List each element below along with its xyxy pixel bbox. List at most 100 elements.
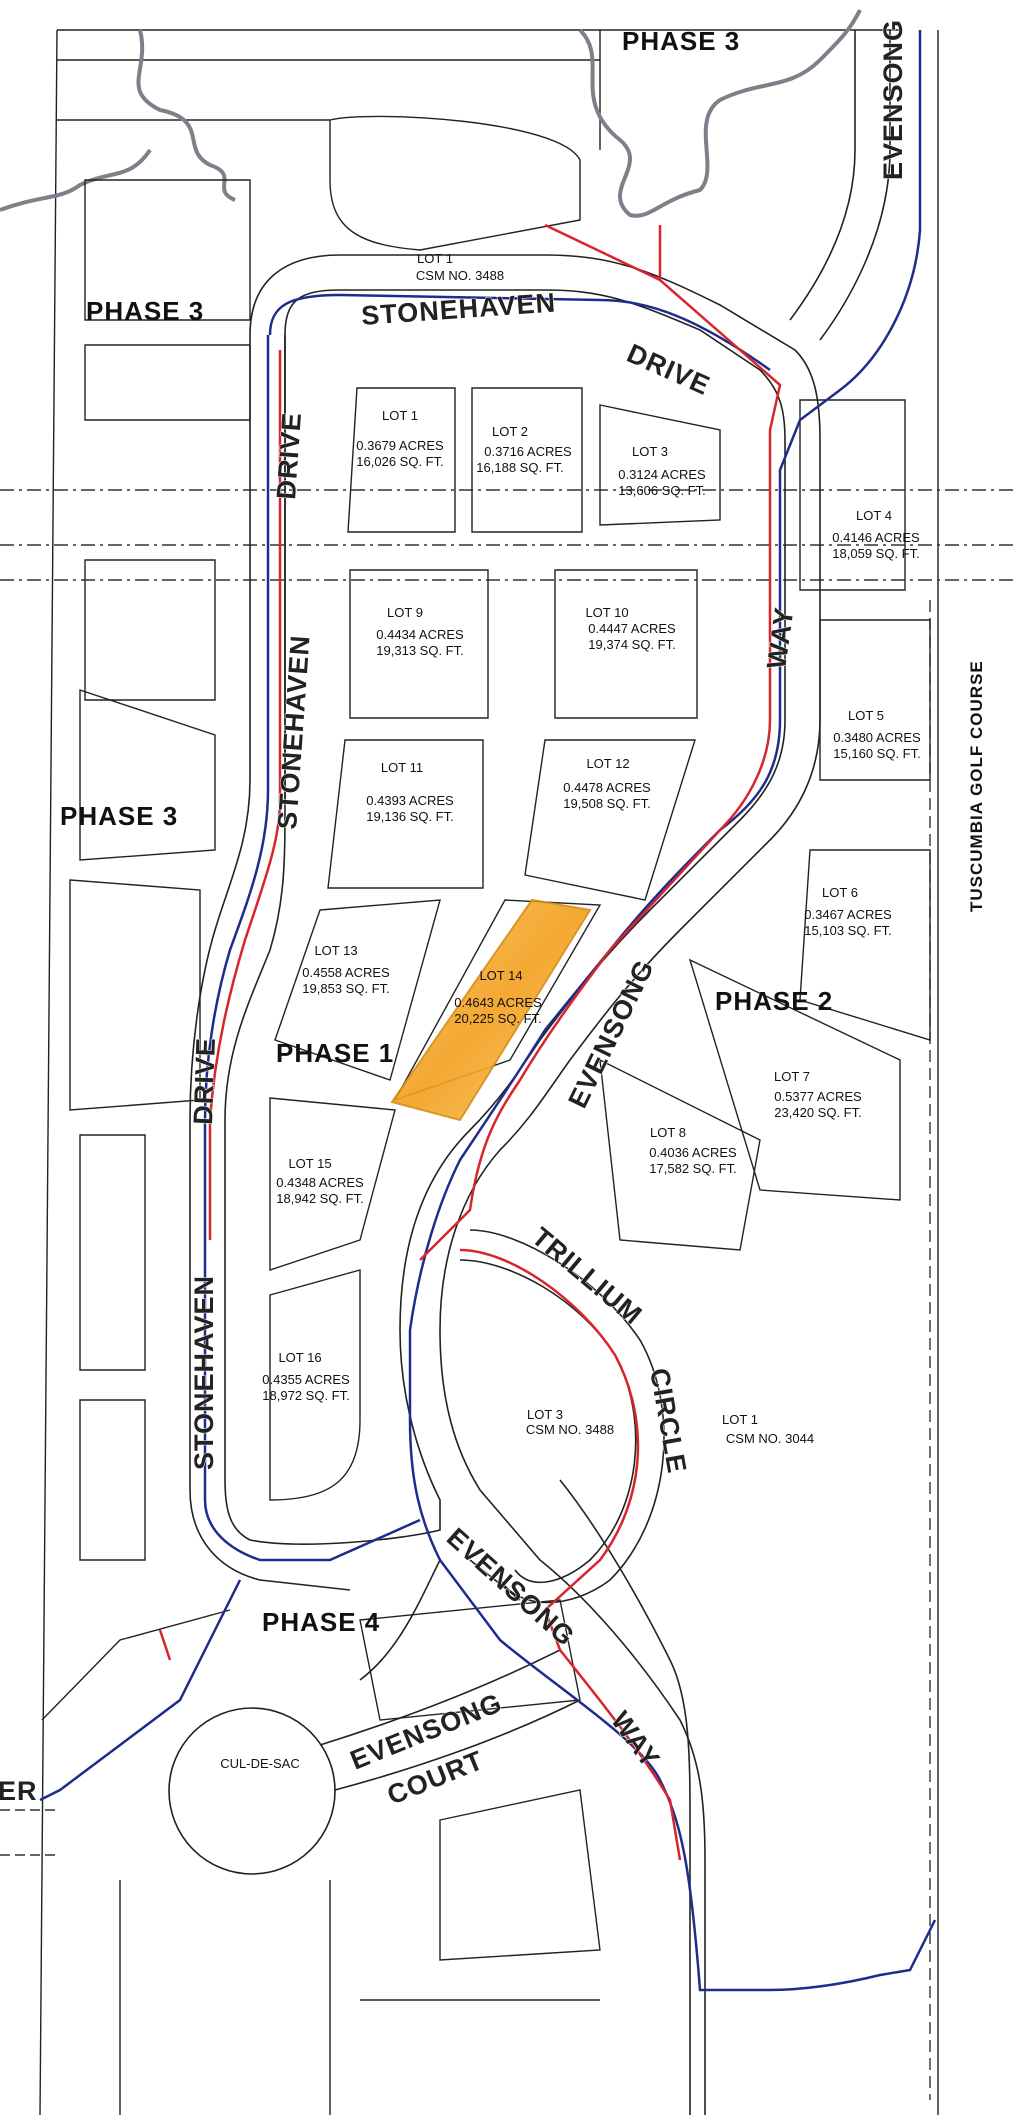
lot-13-label: LOT 13 0.4558 ACRES 19,853 SQ. FT. (302, 943, 390, 996)
svg-text:0.4348 ACRES: 0.4348 ACRES (276, 1175, 364, 1190)
road-network (189, 30, 891, 2115)
svg-text:0.4393 ACRES: 0.4393 ACRES (366, 793, 454, 808)
property-lines (0, 29, 1014, 2115)
svg-text:18,942 SQ. FT.: 18,942 SQ. FT. (276, 1191, 363, 1206)
csm-labels: LOT 1 CSM NO. 3488 LOT 3 CSM NO. 3488 LO… (416, 251, 814, 1446)
svg-text:0.4434 ACRES: 0.4434 ACRES (376, 627, 464, 642)
svg-text:LOT 6: LOT 6 (822, 885, 858, 900)
svg-text:19,508 SQ. FT.: 19,508 SQ. FT. (563, 796, 650, 811)
svg-text:LOT 12: LOT 12 (586, 756, 629, 771)
svg-text:CSM NO. 3044: CSM NO. 3044 (726, 1431, 814, 1446)
lot-16-label: LOT 16 0.4355 ACRES 18,972 SQ. FT. (262, 1350, 350, 1403)
svg-text:LOT 4: LOT 4 (856, 508, 892, 523)
svg-text:0.4036 ACRES: 0.4036 ACRES (649, 1145, 737, 1160)
lot-4-label: LOT 4 0.4146 ACRES 18,059 SQ. FT. (832, 508, 920, 561)
lot-outlines (41, 179, 931, 2115)
drive-left-lower-label: DRIVE (188, 1037, 221, 1126)
phase-3-top: PHASE 3 (622, 26, 740, 56)
way-lower-label: WAY (605, 1706, 666, 1774)
svg-text:0.3467 ACRES: 0.3467 ACRES (804, 907, 892, 922)
cul-de-sac-label: CUL-DE-SAC (220, 1756, 299, 1771)
lot-9-label: LOT 9 0.4434 ACRES 19,313 SQ. FT. (376, 605, 464, 658)
lot-6-label: LOT 6 0.3467 ACRES 15,103 SQ. FT. (804, 885, 892, 938)
svg-text:19,136 SQ. FT.: 19,136 SQ. FT. (366, 809, 453, 824)
svg-text:LOT 2: LOT 2 (492, 424, 528, 439)
lot-5-label: LOT 5 0.3480 ACRES 15,160 SQ. FT. (833, 708, 921, 761)
drive-left-upper-label: DRIVE (271, 411, 307, 500)
trillium-circle-road (459, 1229, 665, 1604)
svg-text:0.3679 ACRES: 0.3679 ACRES (356, 438, 444, 453)
svg-text:LOT 1: LOT 1 (722, 1412, 758, 1427)
lot-3-label: LOT 3 0.3124 ACRES 13,606 SQ. FT. (618, 444, 706, 498)
lot-10-label: LOT 10 0.4447 ACRES 19,374 SQ. FT. (585, 605, 676, 652)
phase-labels: PHASE 3 PHASE 3 PHASE 3 PHASE 1 PHASE 2 … (60, 26, 833, 1637)
svg-text:16,026 SQ. FT.: 16,026 SQ. FT. (356, 454, 443, 469)
trillium-label: TRILLIUM (526, 1222, 648, 1331)
svg-text:CSM NO. 3488: CSM NO. 3488 (526, 1422, 614, 1437)
svg-text:LOT 3: LOT 3 (632, 444, 668, 459)
svg-text:LOT 10: LOT 10 (585, 605, 628, 620)
lot-1-label: LOT 1 0.3679 ACRES 16,026 SQ. FT. (356, 408, 444, 469)
svg-text:0.4355 ACRES: 0.4355 ACRES (262, 1372, 350, 1387)
lot-8-label: LOT 8 0.4036 ACRES 17,582 SQ. FT. (649, 1125, 737, 1176)
svg-text:LOT 11: LOT 11 (381, 760, 423, 775)
svg-text:0.4558 ACRES: 0.4558 ACRES (302, 965, 390, 980)
svg-text:0.4447 ACRES: 0.4447 ACRES (588, 621, 676, 636)
phase-1: PHASE 1 (276, 1038, 394, 1068)
svg-text:20,225 SQ. FT.: 20,225 SQ. FT. (454, 1011, 541, 1026)
edge-street-fragment-label: ER (0, 1776, 38, 1806)
water-main-line (39, 30, 937, 1992)
phase-2: PHASE 2 (715, 986, 833, 1016)
way-upper-label: WAY (761, 605, 799, 671)
svg-text:LOT 15: LOT 15 (288, 1156, 331, 1171)
evensong-mid-label: EVENSONG (562, 955, 660, 1113)
svg-text:15,160 SQ. FT.: 15,160 SQ. FT. (833, 746, 920, 761)
lot-12-label: LOT 12 0.4478 ACRES 19,508 SQ. FT. (563, 756, 651, 811)
svg-text:LOT 5: LOT 5 (848, 708, 884, 723)
svg-text:19,853 SQ. FT.: 19,853 SQ. FT. (302, 981, 389, 996)
svg-text:CSM NO. 3488: CSM NO. 3488 (416, 268, 504, 283)
phase-3-mid-left: PHASE 3 (60, 801, 178, 831)
svg-text:0.3480 ACRES: 0.3480 ACRES (833, 730, 921, 745)
lot-labels: LOT 1 0.3679 ACRES 16,026 SQ. FT. LOT 2 … (262, 408, 921, 1403)
svg-text:LOT 13: LOT 13 (314, 943, 357, 958)
svg-text:LOT 8: LOT 8 (650, 1125, 686, 1140)
drive-top-label: DRIVE (623, 338, 715, 401)
svg-text:15,103 SQ. FT.: 15,103 SQ. FT. (804, 923, 891, 938)
svg-text:18,059 SQ. FT.: 18,059 SQ. FT. (832, 546, 919, 561)
sewer-line (158, 223, 782, 1861)
svg-text:17,582 SQ. FT.: 17,582 SQ. FT. (649, 1161, 736, 1176)
lot-15-label: LOT 15 0.4348 ACRES 18,942 SQ. FT. (276, 1156, 364, 1206)
svg-text:0.4146 ACRES: 0.4146 ACRES (832, 530, 920, 545)
svg-text:16,188 SQ. FT.: 16,188 SQ. FT. (476, 460, 563, 475)
svg-text:LOT 9: LOT 9 (387, 605, 423, 620)
phase-4: PHASE 4 (262, 1607, 380, 1637)
lot-11-label: LOT 11 0.4393 ACRES 19,136 SQ. FT. (366, 760, 454, 824)
lot-14-highlight[interactable] (390, 898, 592, 1122)
stonehaven-left-upper-label: STONEHAVEN (272, 634, 316, 831)
svg-text:13,606 SQ. FT.: 13,606 SQ. FT. (618, 483, 705, 498)
lot-14-label: LOT 14 0.4643 ACRES 20,225 SQ. FT. (454, 968, 542, 1026)
svg-text:0.3124 ACRES: 0.3124 ACRES (618, 467, 706, 482)
svg-text:0.5377 ACRES: 0.5377 ACRES (774, 1089, 862, 1104)
svg-text:0.3716 ACRES: 0.3716 ACRES (484, 444, 572, 459)
svg-text:LOT 3: LOT 3 (527, 1407, 563, 1422)
stonehaven-drive-top-label: STONEHAVEN (360, 287, 557, 331)
svg-text:0.4478 ACRES: 0.4478 ACRES (563, 780, 651, 795)
svg-text:19,374 SQ. FT.: 19,374 SQ. FT. (588, 637, 675, 652)
phase-3-upper-left: PHASE 3 (86, 296, 204, 326)
svg-text:19,313 SQ. FT.: 19,313 SQ. FT. (376, 643, 463, 658)
svg-text:LOT 14: LOT 14 (479, 968, 522, 983)
evensong-top-label: EVENSONG (878, 19, 908, 180)
lot-2-label: LOT 2 0.3716 ACRES 16,188 SQ. FT. (476, 424, 572, 475)
svg-text:LOT 16: LOT 16 (278, 1350, 321, 1365)
circle-label: CIRCLE (644, 1366, 692, 1476)
svg-text:23,420 SQ. FT.: 23,420 SQ. FT. (774, 1105, 861, 1120)
svg-text:LOT 7: LOT 7 (774, 1069, 810, 1084)
oval-feature (329, 115, 581, 251)
stonehaven-left-lower-label: STONEHAVEN (189, 1275, 219, 1470)
svg-text:18,972 SQ. FT.: 18,972 SQ. FT. (262, 1388, 349, 1403)
svg-text:0.4643 ACRES: 0.4643 ACRES (454, 995, 542, 1010)
street-labels: STONEHAVEN DRIVE DRIVE STONEHAVEN DRIVE … (0, 18, 909, 1811)
